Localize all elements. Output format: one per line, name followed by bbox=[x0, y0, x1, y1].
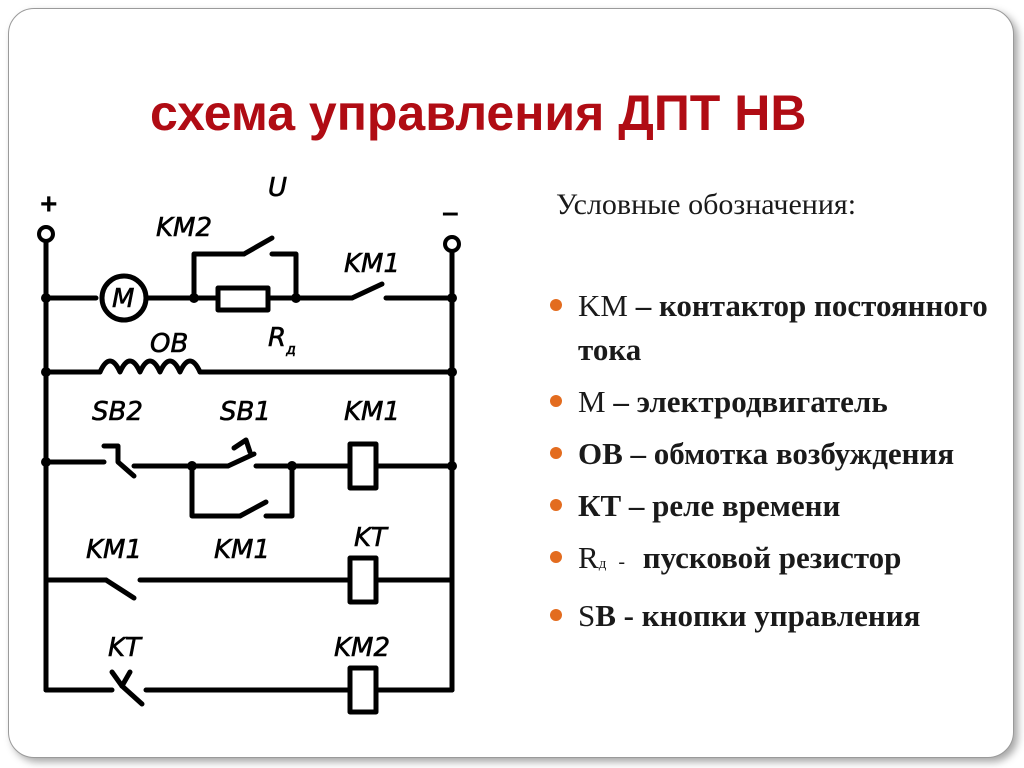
bullet-icon bbox=[550, 395, 562, 407]
legend-term: S bbox=[578, 598, 596, 633]
km2-coil-label: KM2 bbox=[334, 633, 390, 663]
sb1-label: SB1 bbox=[220, 397, 271, 427]
legend-item-rd: Rд- пусковой резистор bbox=[548, 536, 998, 586]
sb1-button bbox=[231, 437, 253, 455]
legend-text: B - кнопки управления bbox=[595, 598, 921, 633]
legend-heading: Условные обозначения: bbox=[556, 188, 857, 221]
bullet-icon bbox=[550, 299, 562, 311]
slide-frame bbox=[8, 8, 1014, 758]
motor-label: M bbox=[112, 284, 134, 314]
control-schematic: + – U KM2 KM1 M OB Rд SB2 SB1 KM1 KM1 KM… bbox=[37, 173, 461, 715]
resistor-rd bbox=[215, 285, 271, 313]
km1-contact-kt bbox=[103, 577, 137, 601]
legend-text: ОВ – обмотка возбуждения bbox=[578, 436, 955, 471]
legend-text: – контактор постоянного тока bbox=[578, 288, 988, 367]
km1-main-contact bbox=[349, 281, 385, 301]
kt-coil bbox=[347, 555, 379, 605]
legend-item-kt: КТ – реле времени bbox=[548, 484, 998, 528]
km1-coil bbox=[347, 441, 379, 491]
legend-item-m: M – электродвигатель bbox=[548, 380, 998, 424]
legend-term: M bbox=[578, 384, 606, 419]
legend-panel: Условные обозначения: KM – контактор пос… bbox=[548, 188, 998, 646]
kt-coil-label: KT bbox=[354, 523, 389, 553]
kt-contact-label: KT bbox=[108, 633, 143, 663]
legend-item-km: KM – контактор постоянного тока bbox=[548, 284, 998, 372]
km1-top-label: KM1 bbox=[344, 249, 400, 279]
minus-terminal bbox=[443, 235, 461, 253]
km1-mid-label: KM1 bbox=[214, 535, 270, 565]
plus-terminal bbox=[37, 225, 55, 243]
legend-text: КТ – реле времени bbox=[578, 488, 841, 523]
minus-label: – bbox=[442, 196, 459, 229]
legend-text: – электродвигатель bbox=[605, 384, 888, 419]
bullet-icon bbox=[550, 447, 562, 459]
field-winding-ob bbox=[97, 358, 203, 375]
km2-coil bbox=[347, 665, 379, 715]
sb2-button bbox=[101, 443, 137, 479]
bullet-icon bbox=[550, 499, 562, 511]
legend-dash: - bbox=[618, 551, 625, 573]
legend-item-ob: ОВ – обмотка возбуждения bbox=[548, 432, 998, 476]
ob-label: OB bbox=[150, 329, 188, 359]
legend-list: KM – контактор постоянного тока M – элек… bbox=[548, 284, 998, 638]
km2-contact bbox=[241, 235, 275, 257]
legend-term-sub: д bbox=[598, 556, 607, 572]
km1-left-label: KM1 bbox=[86, 535, 142, 565]
bullet-icon bbox=[550, 609, 562, 621]
legend-term: KM bbox=[578, 288, 628, 323]
bullet-icon bbox=[550, 551, 562, 563]
km1-hold-contact bbox=[237, 499, 269, 519]
plus-label: + bbox=[40, 188, 58, 221]
legend-text: пусковой резистор bbox=[635, 540, 902, 575]
sb2-label: SB2 bbox=[92, 397, 143, 427]
legend-item-sb: SB - кнопки управления bbox=[548, 594, 998, 638]
km1-coil-label: KM1 bbox=[344, 397, 400, 427]
legend-term: R bbox=[578, 540, 599, 575]
km2-top-label: KM2 bbox=[156, 213, 212, 243]
u-label: U bbox=[268, 173, 287, 203]
slide-title: схема управления ДПТ НВ bbox=[150, 85, 807, 141]
rd-label: Rд bbox=[268, 323, 296, 358]
